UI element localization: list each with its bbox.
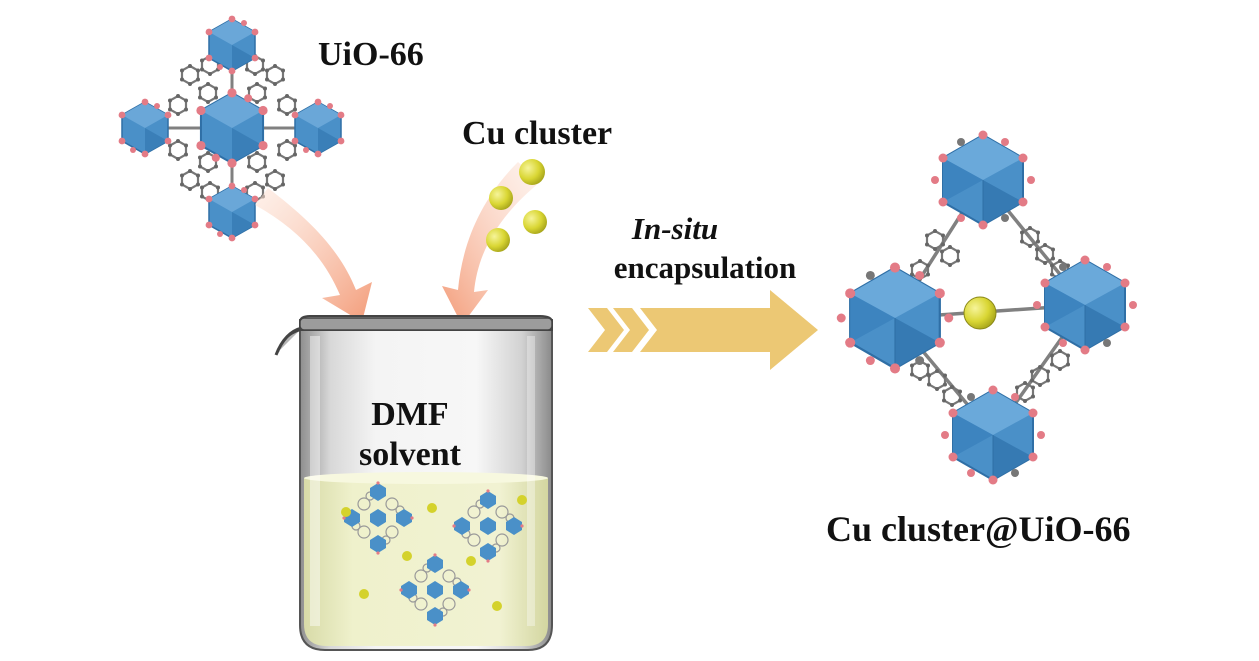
cu-cluster-particles — [486, 159, 547, 252]
dmf-text: DMF — [371, 396, 449, 433]
uio66-label: UiO-66 — [318, 36, 424, 73]
uio66-structure — [117, 14, 346, 243]
beaker — [274, 315, 553, 651]
product-label: Cu cluster@UiO-66 — [826, 509, 1131, 549]
in-situ-text: In-situ — [631, 211, 719, 246]
dmf-solvent-label: DMF solvent — [330, 395, 490, 475]
encapsulation-label: encapsulation — [613, 250, 797, 285]
in-situ-label: In-situ — [600, 211, 750, 247]
cu-cluster-at-uio66-structure — [835, 129, 1138, 486]
solvent-text: solvent — [359, 436, 461, 473]
encapsulated-cu-cluster — [963, 296, 997, 330]
process-arrow — [588, 290, 818, 370]
cu-cluster-label: Cu cluster — [462, 115, 613, 152]
dmf-solution — [304, 478, 548, 646]
uio66-feed-arrow — [255, 188, 372, 322]
cu-feed-arrow — [442, 162, 540, 325]
